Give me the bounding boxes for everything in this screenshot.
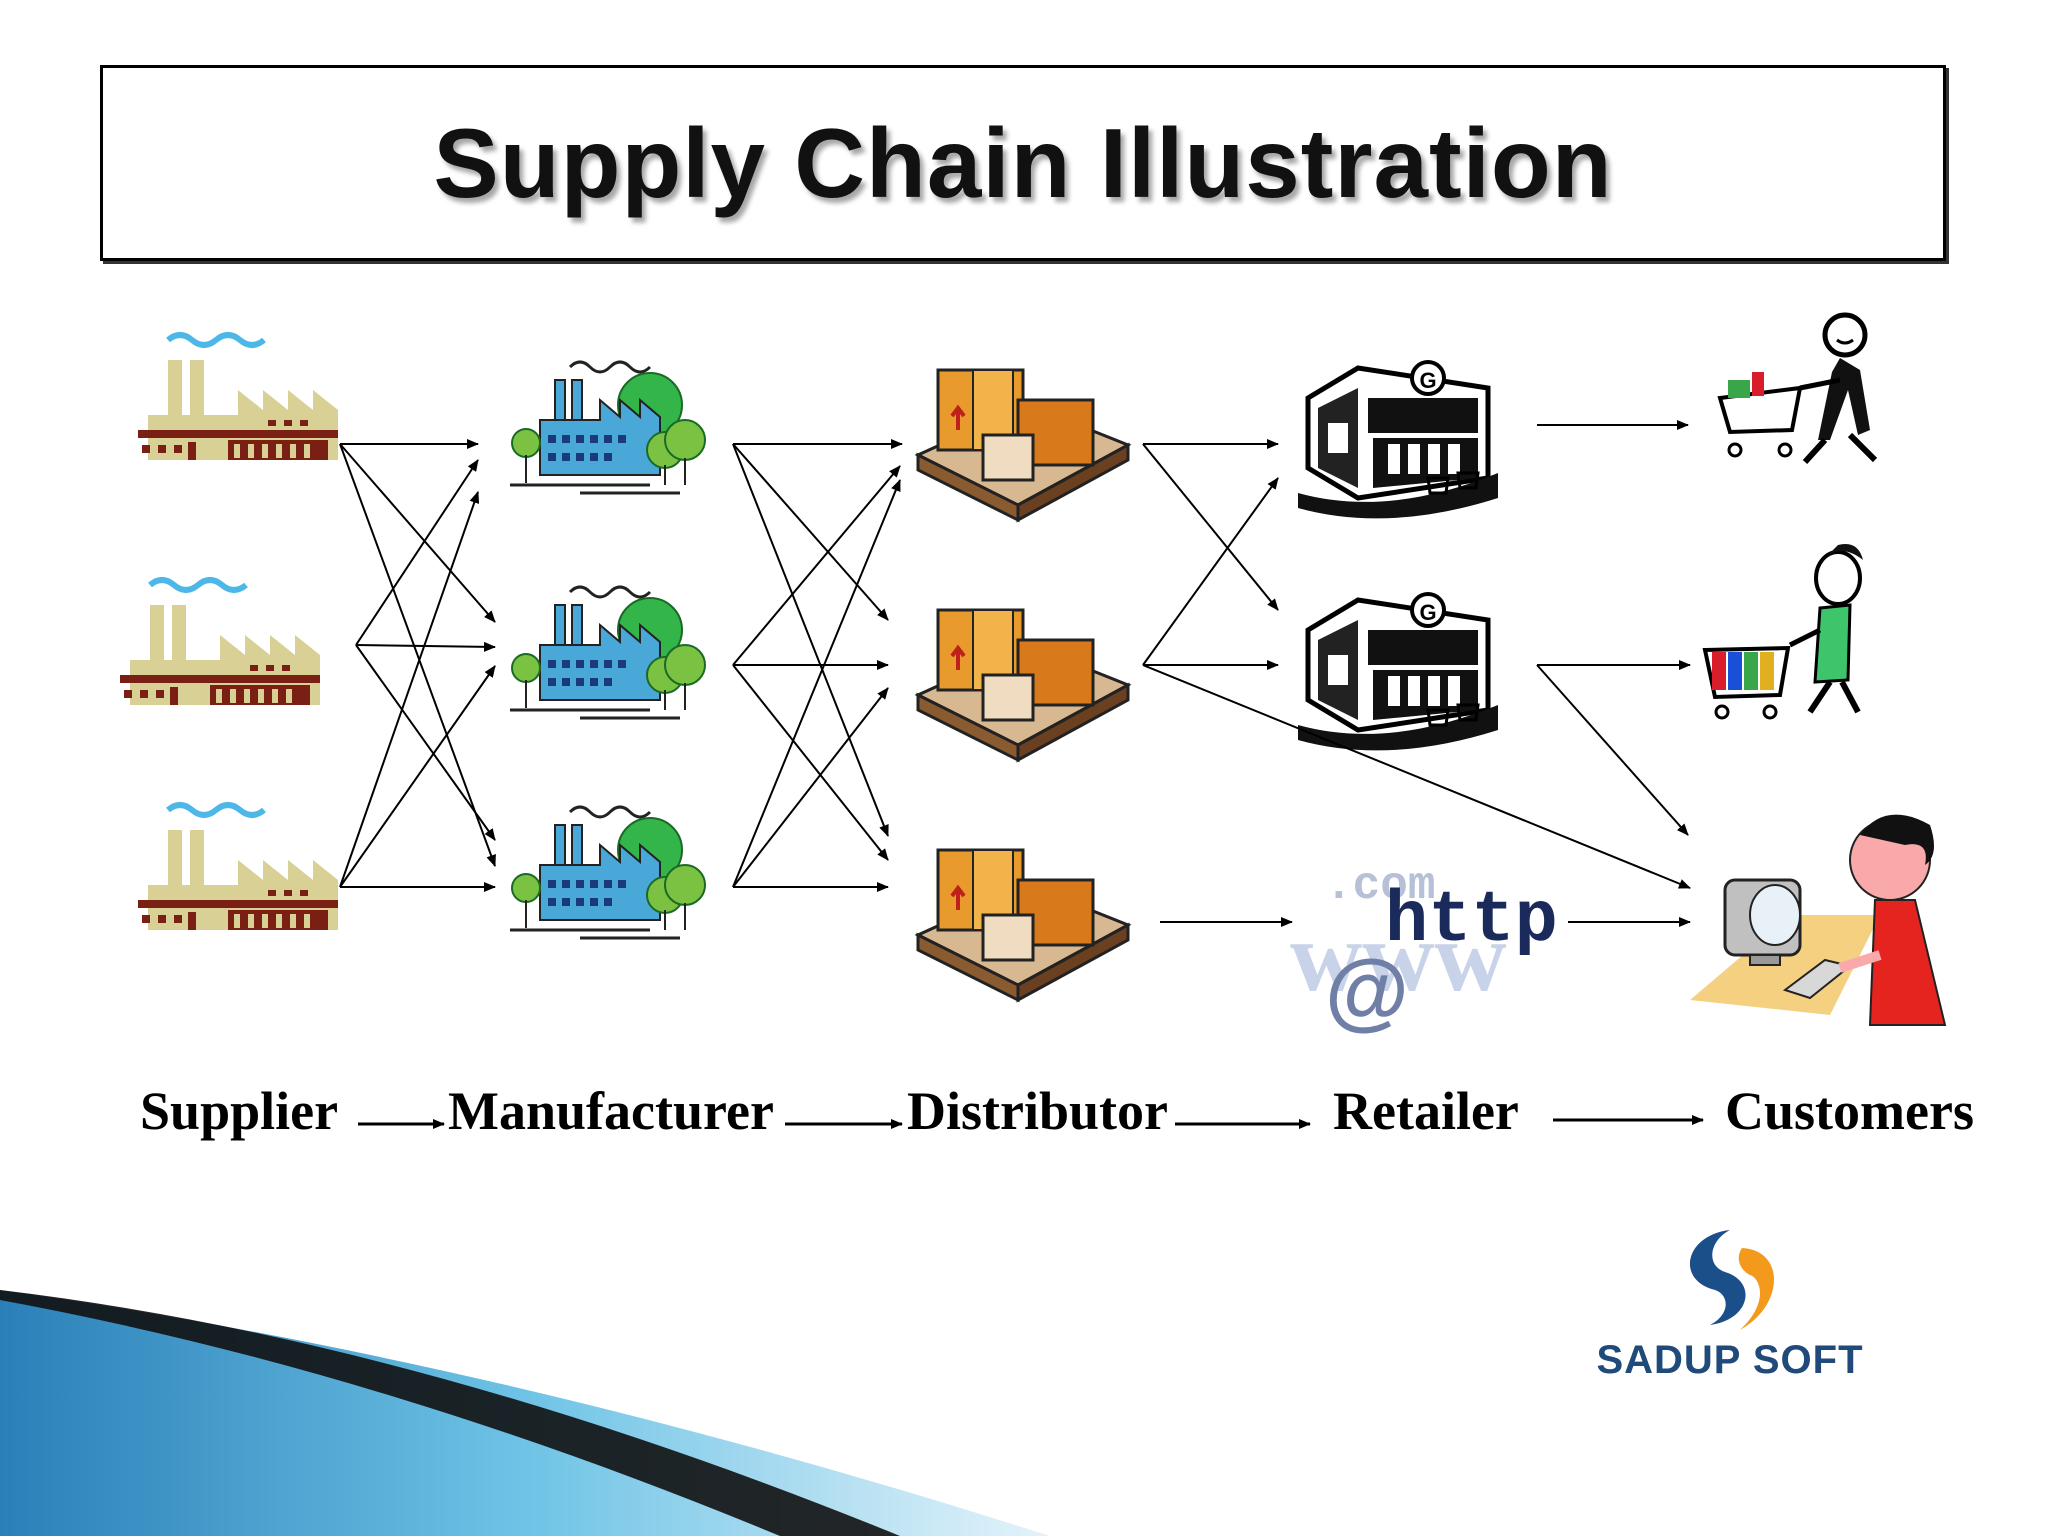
swoosh-shadow: [0, 1290, 900, 1536]
store-icon: [1298, 362, 1498, 518]
stage-label-customers: Customers: [1725, 1081, 1974, 1141]
store-sign-letter: G: [1419, 368, 1436, 393]
store-icon: [1298, 594, 1498, 750]
store-sign-letter: G: [1419, 600, 1436, 625]
factory-icon: [138, 805, 338, 930]
manufacturer-distributor-arrows: [732, 439, 903, 892]
logo-icon: [1689, 1230, 1775, 1330]
factory-icon: [138, 335, 338, 460]
shopper-icon: [1717, 312, 1878, 465]
retailer-customer-arrows: [1536, 420, 1691, 927]
slide-title: Supply Chain Illustration: [433, 107, 1613, 218]
manufacturing-plant-icon: [508, 360, 707, 495]
web-www-text: www: [1290, 901, 1507, 1012]
warehouse-boxes-icon: [916, 848, 1130, 1002]
stage-label-retailer: Retailer: [1333, 1081, 1519, 1141]
stage-label-distributor: Distributor: [907, 1081, 1168, 1141]
stage-label-manufacturer: Manufacturer: [448, 1081, 774, 1141]
factory-icon: [120, 580, 320, 705]
supplier-manufacturer-arrows: [339, 439, 496, 892]
warehouse-boxes-icon: [916, 608, 1130, 762]
web-icon: www .com http @: [1290, 860, 1558, 1039]
manufacturing-plant-icon: [508, 805, 707, 940]
title-box: Supply Chain Illustration: [100, 65, 1946, 261]
manufacturing-plant-icon: [508, 585, 707, 720]
distributor-retailer-arrows: [1142, 439, 1691, 927]
company-logo: SADUP SOFT: [1580, 1220, 1880, 1390]
stage-flow-arrows: [358, 1115, 1704, 1129]
web-http-text: http: [1385, 880, 1558, 962]
computer-user-icon: [1690, 814, 1947, 1026]
shopper-icon: [1702, 544, 1863, 720]
logo-text: SADUP SOFT: [1596, 1338, 1864, 1382]
web-at-text: @: [1325, 943, 1409, 1039]
web-dotcom-text: .com: [1325, 860, 1435, 912]
stage-label-supplier: Supplier: [140, 1081, 339, 1141]
warehouse-boxes-icon: [916, 368, 1130, 522]
